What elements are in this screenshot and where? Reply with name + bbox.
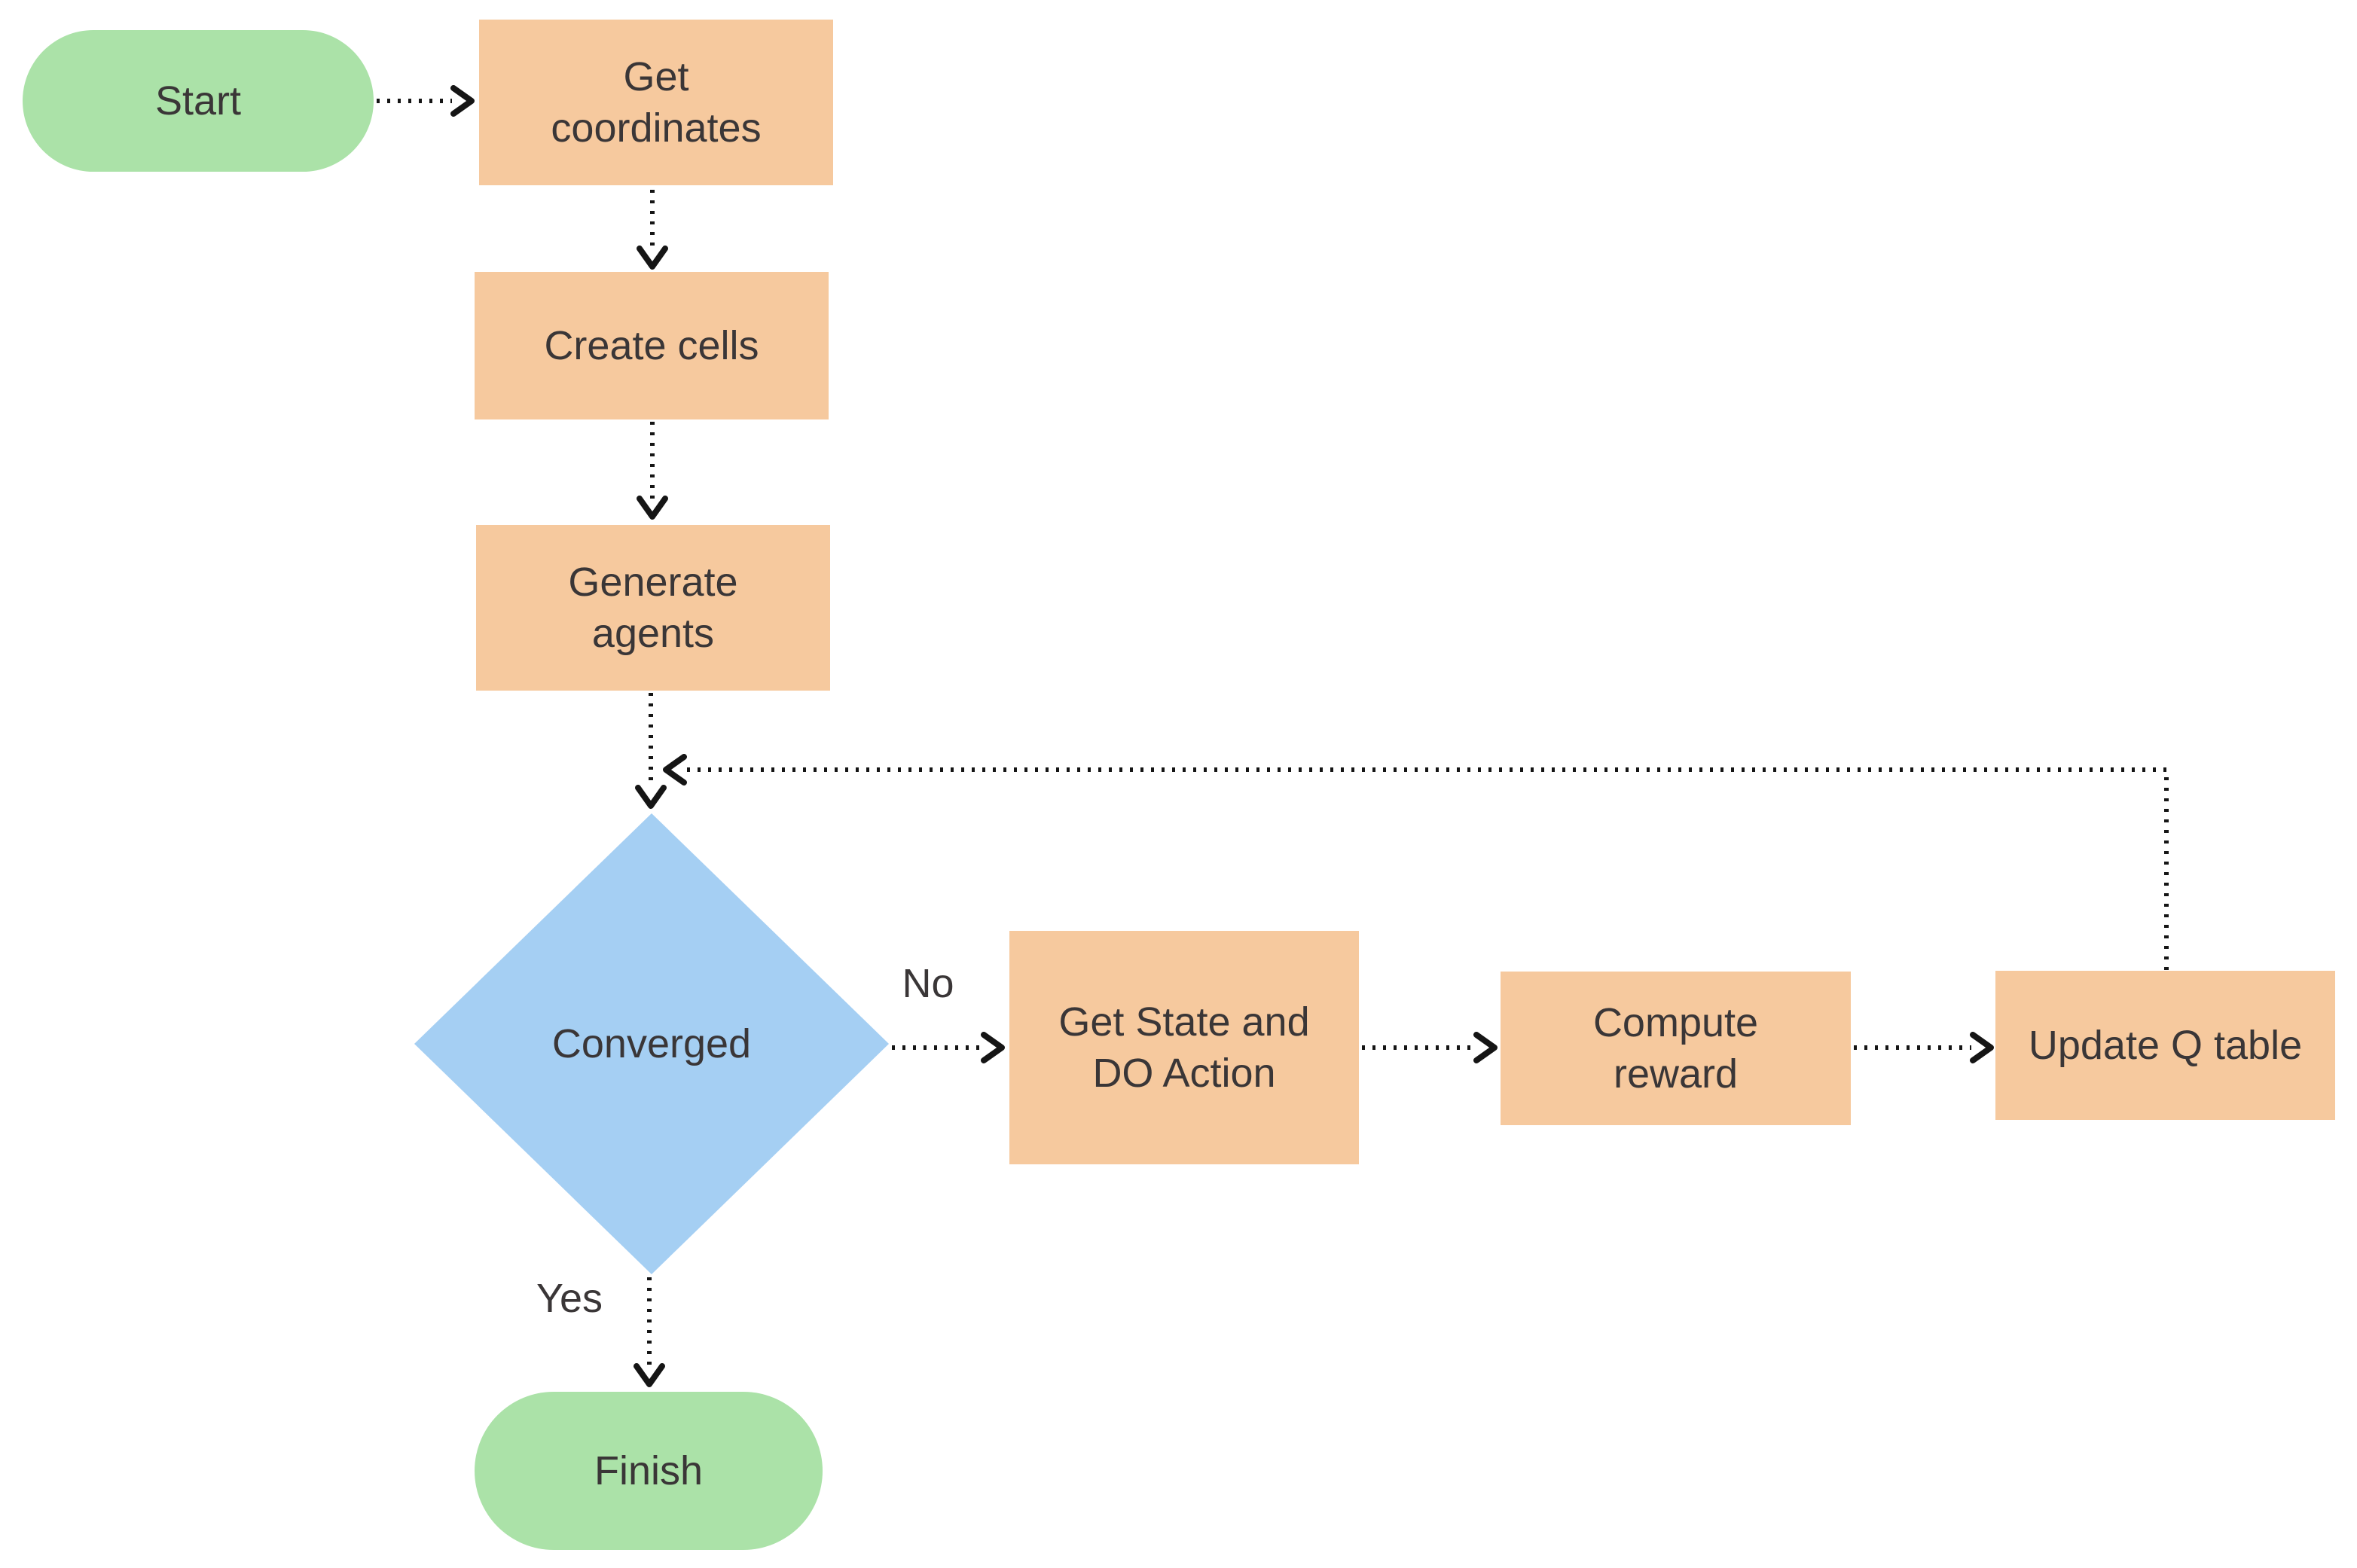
node-label: Get State and: [1058, 999, 1310, 1045]
arrowhead-right-icon: [981, 1032, 1005, 1063]
node-label: Generate: [568, 560, 738, 605]
arrowhead-left-icon: [663, 754, 687, 786]
node-label: Create cells: [544, 323, 759, 368]
arrowhead-right-icon: [450, 85, 475, 117]
node-get-state-do-action: Get State and DO Action: [1009, 931, 1359, 1164]
edge-label-no: No: [902, 961, 954, 1006]
node-label: Update Q table: [2028, 1023, 2303, 1068]
edge-label-yes: Yes: [536, 1276, 603, 1321]
node-label: Start: [154, 78, 242, 124]
node-label: agents: [591, 611, 715, 656]
arrowhead-right-icon: [1970, 1032, 1994, 1063]
arrowhead-down-icon: [635, 785, 667, 809]
arrowhead-right-icon: [1473, 1032, 1498, 1063]
node-update-q-table: Update Q table: [1995, 971, 2335, 1120]
edge-updateqtable-loopback: [682, 767, 2169, 970]
node-create-cells: Create cells: [475, 272, 829, 419]
node-label: Get: [623, 54, 689, 99]
node-get-coordinates: Get coordinates: [479, 20, 833, 185]
node-generate-agents: Generate agents: [476, 525, 830, 691]
node-label: coordinates: [551, 105, 762, 151]
node-label: Finish: [594, 1448, 704, 1493]
node-label: Converged: [551, 1021, 752, 1066]
node-label: DO Action: [1092, 1051, 1276, 1096]
node-finish: Finish: [475, 1392, 823, 1550]
node-start: Start: [23, 30, 374, 172]
node-label: reward: [1613, 1051, 1739, 1097]
node-label: Compute: [1592, 1000, 1759, 1045]
arrowhead-down-icon: [637, 496, 668, 520]
arrowhead-down-icon: [637, 246, 668, 270]
arrowhead-down-icon: [634, 1363, 665, 1387]
node-compute-reward: Compute reward: [1501, 972, 1851, 1125]
